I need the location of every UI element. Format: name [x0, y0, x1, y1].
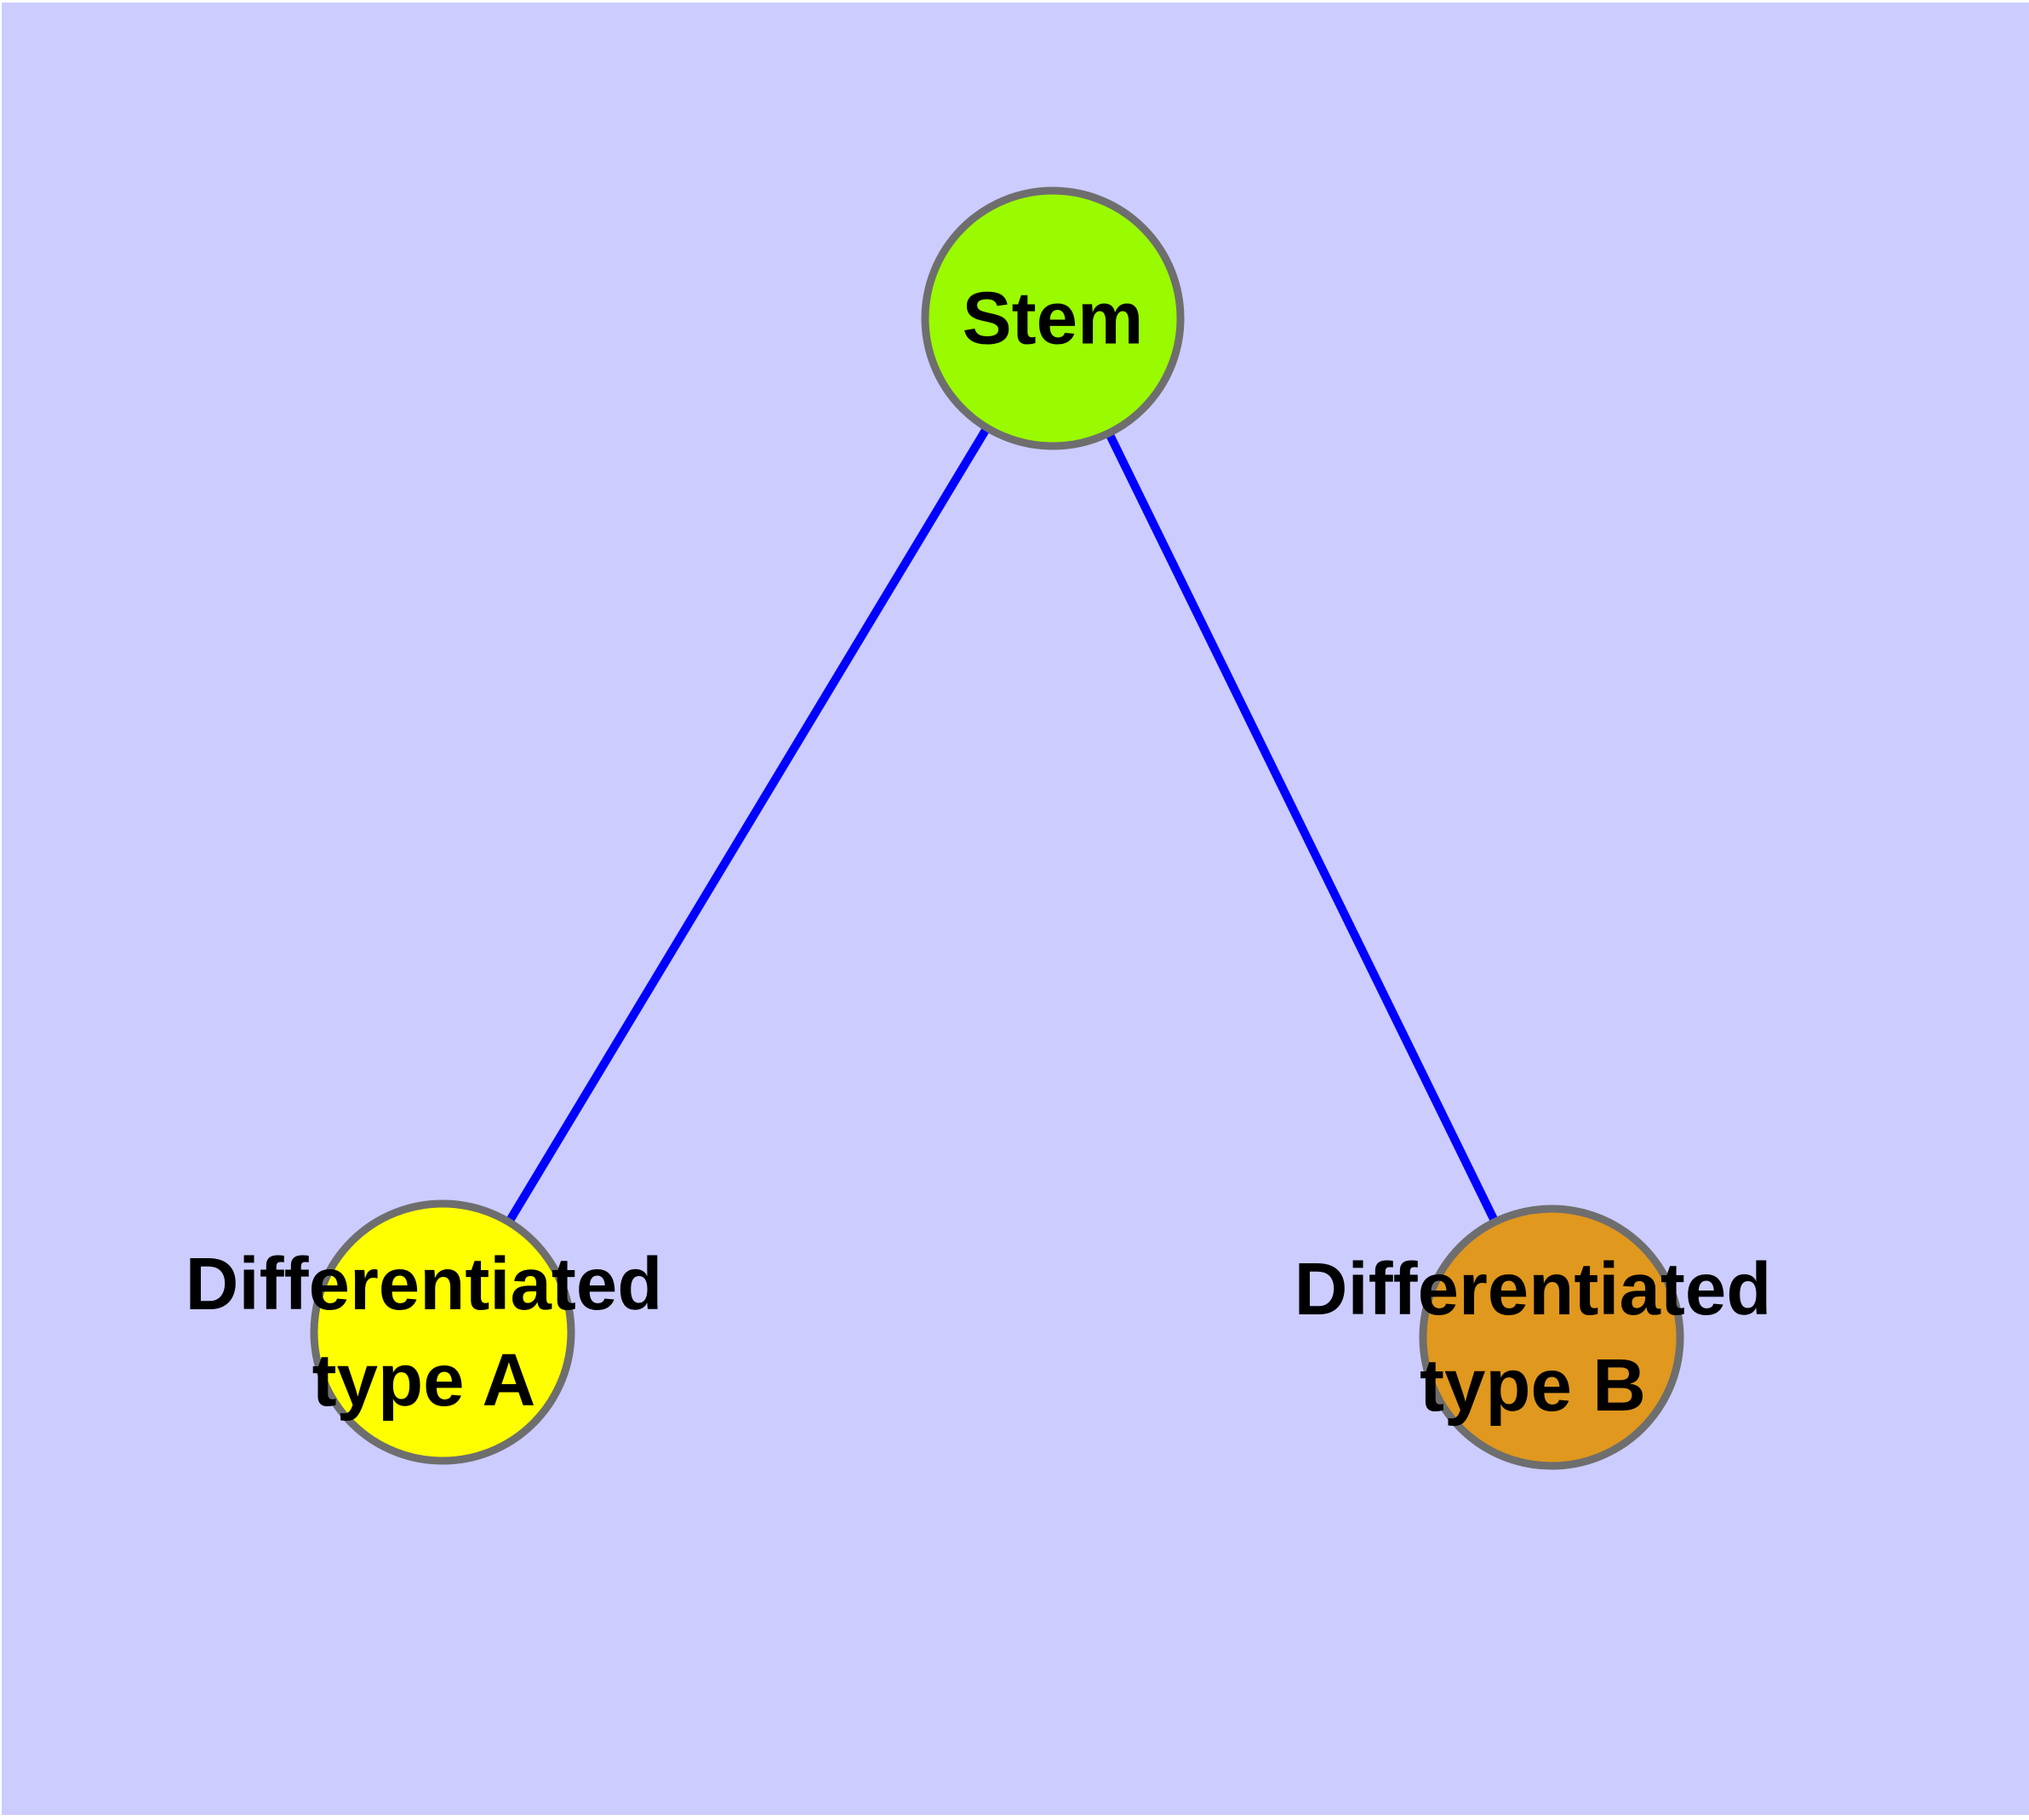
node-circle-stem: [921, 186, 1185, 450]
edge-stem-to-differentiated-type-b: [1049, 316, 1556, 1340]
edge-stem-to-differentiated-type-a: [438, 316, 1057, 1335]
node-circle-differentiated-type-a: [310, 1199, 575, 1465]
edges-layer: [438, 316, 1556, 1340]
node-circle-differentiated-type-b: [1419, 1205, 1684, 1470]
nodes-layer: [310, 186, 1684, 1470]
